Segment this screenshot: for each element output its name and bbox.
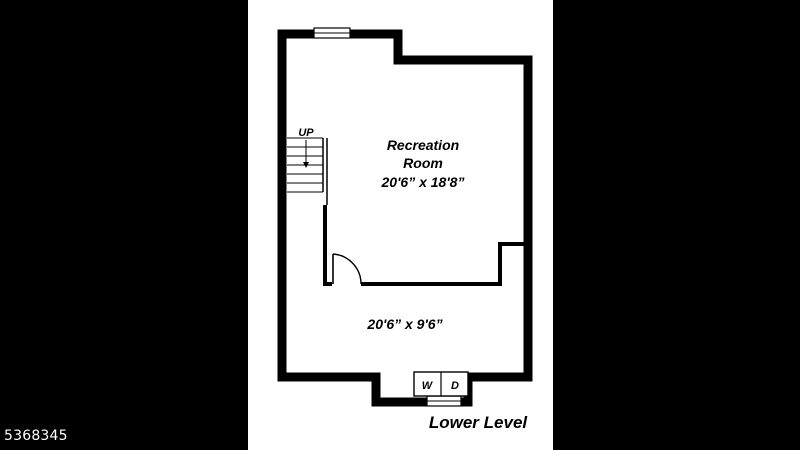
lower-room-dimensions: 20'6” x 9'6”	[366, 316, 442, 332]
recreation-room-name-line2: Room	[403, 155, 443, 171]
interior-partition-wall-right	[361, 242, 528, 286]
staircase	[287, 137, 328, 205]
level-title: Lower Level	[429, 413, 529, 432]
recreation-room-name-line1: Recreation	[387, 137, 459, 153]
dryer-label: D	[451, 380, 459, 392]
washer-label: W	[422, 380, 434, 392]
washer-dryer	[413, 371, 469, 397]
stair-arrow-head	[303, 162, 309, 168]
interior-partition-wall	[323, 205, 332, 286]
door-swing	[332, 253, 362, 285]
listing-id: 5368345	[4, 428, 68, 444]
stairs-up-label: UP	[298, 127, 314, 139]
bottom-window	[426, 395, 462, 407]
outer-wall	[277, 29, 533, 407]
recreation-room-dimensions: 20'6” x 18'8”	[381, 174, 465, 190]
top-window	[313, 27, 351, 39]
